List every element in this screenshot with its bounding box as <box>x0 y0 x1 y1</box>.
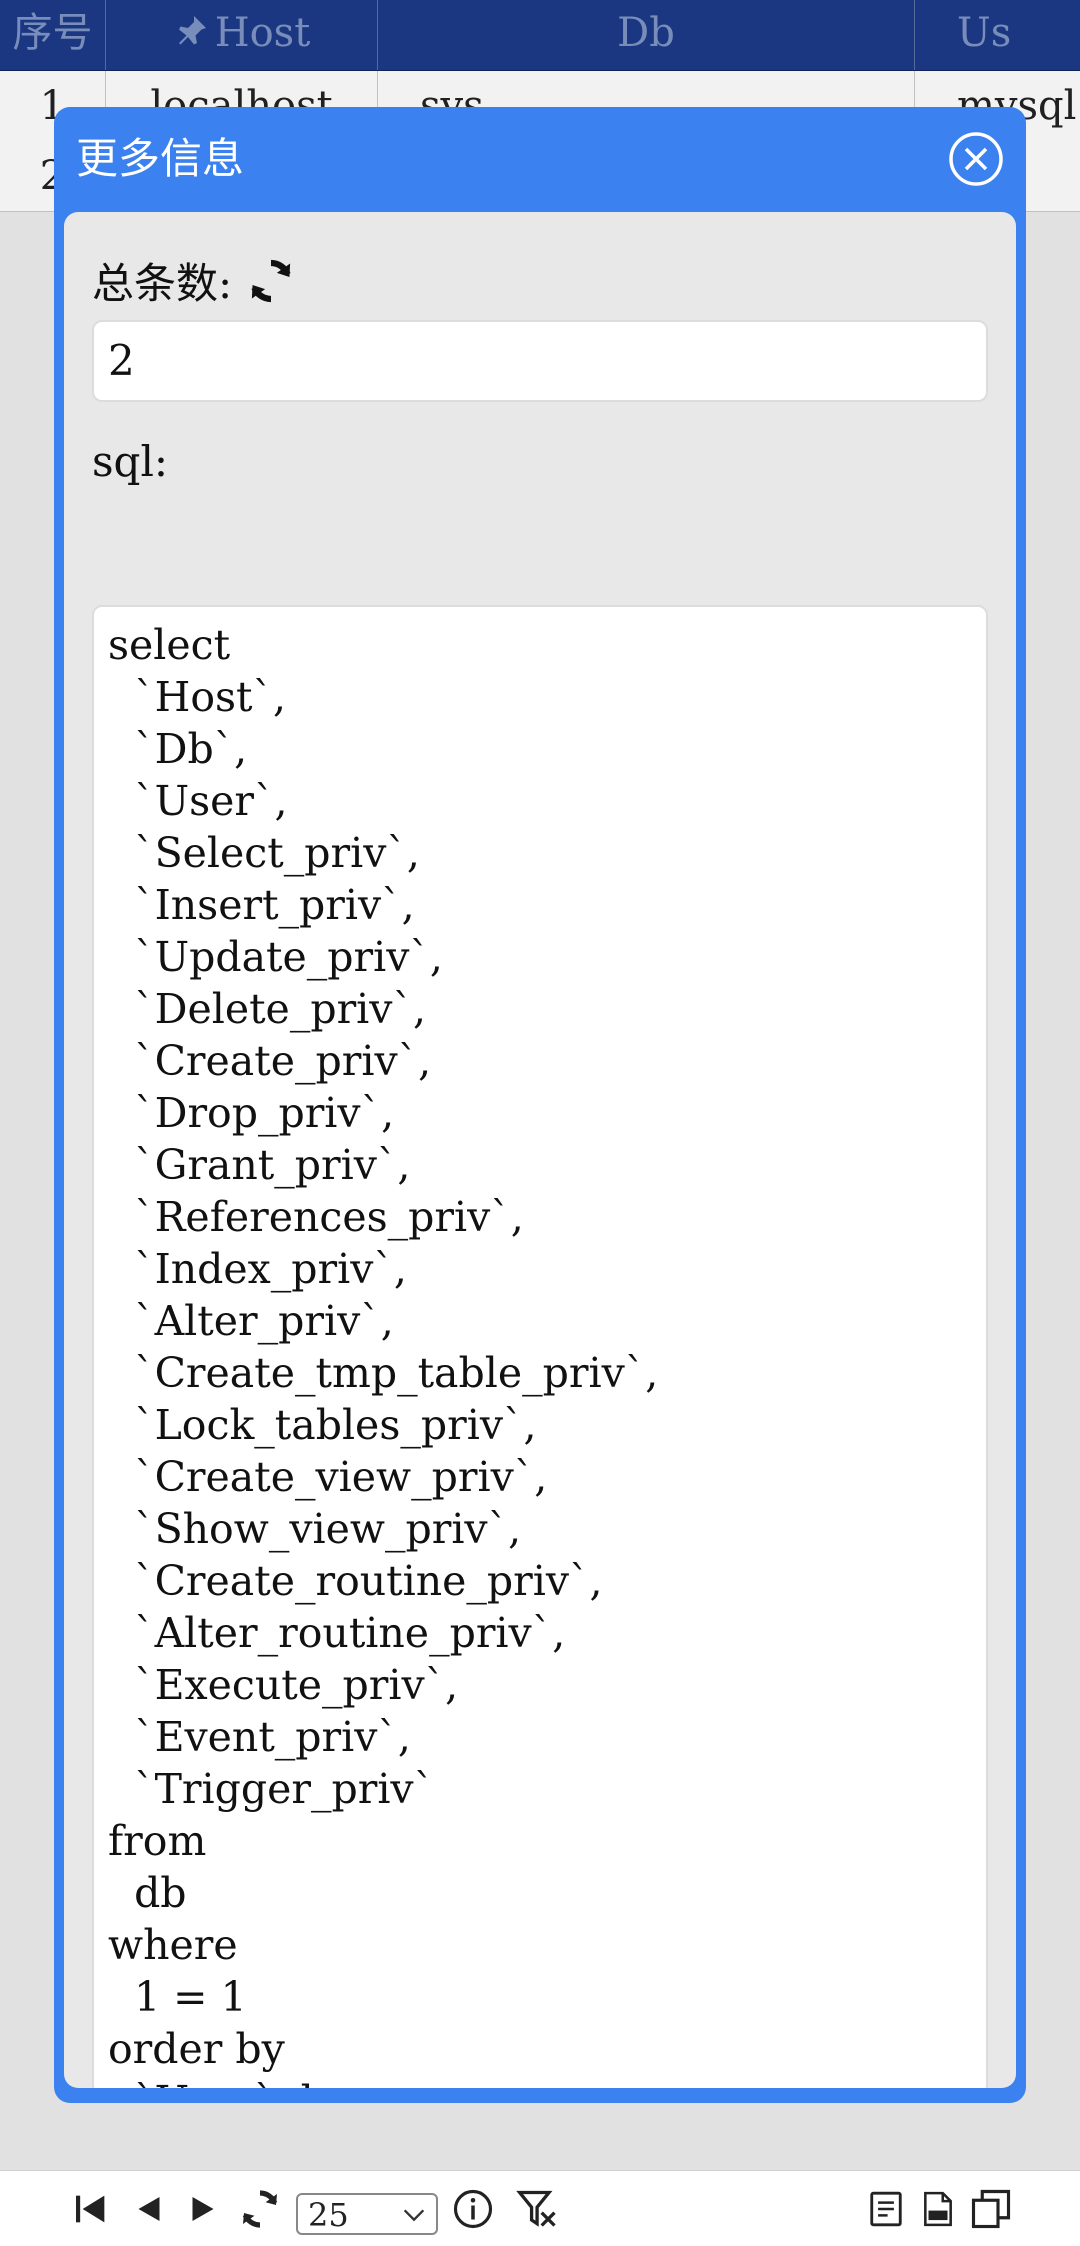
close-button[interactable] <box>948 131 1004 187</box>
header-db[interactable]: Db <box>378 0 915 70</box>
table-header: 序号 Host Db Us <box>0 0 1080 72</box>
header-no[interactable]: 序号 <box>0 0 106 70</box>
export-sql-button[interactable] <box>914 2171 962 2246</box>
chevron-down-icon <box>403 2209 425 2222</box>
total-count-label-row: 总条数: <box>92 250 298 311</box>
sql-label: sql: <box>92 437 169 486</box>
reload-button[interactable] <box>232 2171 288 2246</box>
prev-page-button[interactable] <box>124 2171 174 2246</box>
filter-clear-icon <box>516 2190 556 2227</box>
filter-clear-button[interactable] <box>510 2171 566 2246</box>
page-size-select[interactable]: 25 <box>296 2193 438 2235</box>
dialog-body: 总条数: 2 sql: select `Host`, `Db`, `User`,… <box>64 212 1016 2088</box>
copy-button[interactable] <box>966 2171 1016 2246</box>
export-text-button[interactable] <box>862 2171 910 2246</box>
total-count-label: 总条数: <box>92 259 233 308</box>
info-icon <box>453 2189 493 2228</box>
first-page-icon <box>76 2195 105 2222</box>
reload-icon <box>242 2189 278 2228</box>
sql-text: select `Host`, `Db`, `User`, `Select_pri… <box>108 621 659 2088</box>
pagination-toolbar: 25 <box>0 2170 1080 2246</box>
first-page-button[interactable] <box>66 2171 116 2246</box>
total-count-field[interactable]: 2 <box>92 320 988 402</box>
close-icon <box>949 132 1003 186</box>
sql-textarea[interactable]: select `Host`, `Db`, `User`, `Select_pri… <box>92 605 988 2088</box>
next-page-button[interactable] <box>178 2171 228 2246</box>
header-user[interactable]: Us <box>915 0 1080 70</box>
export-text-icon <box>870 2191 902 2226</box>
export-sql-icon <box>924 2191 952 2226</box>
header-host[interactable]: Host <box>106 0 378 70</box>
copy-icon <box>971 2189 1011 2228</box>
next-page-icon <box>192 2196 214 2221</box>
more-info-dialog: 更多信息 总条数: 2 sql: select `Host`, `Db`, `U… <box>54 107 1026 2103</box>
pin-icon <box>173 3 209 69</box>
info-button[interactable] <box>448 2171 498 2246</box>
prev-page-icon <box>138 2196 160 2221</box>
refresh-icon[interactable] <box>244 254 298 308</box>
dialog-title: 更多信息 <box>76 134 245 183</box>
